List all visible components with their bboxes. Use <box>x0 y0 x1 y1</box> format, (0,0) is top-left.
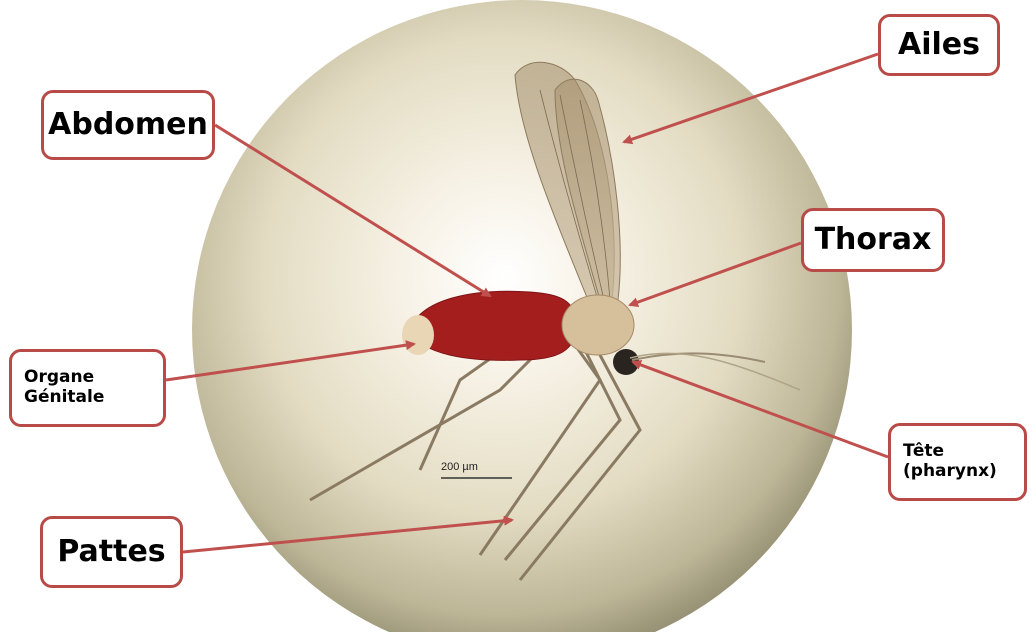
label-tete-line2: (pharynx) <box>903 462 997 482</box>
label-thorax-text: Thorax <box>815 223 932 258</box>
label-thorax: Thorax <box>801 208 945 272</box>
label-tete-line1: Tête <box>903 442 944 462</box>
genital-organ <box>402 315 434 355</box>
label-organe-line1: Organe <box>24 368 94 388</box>
label-pattes: Pattes <box>40 516 183 588</box>
label-abdomen-text: Abdomen <box>48 108 208 143</box>
label-ailes-text: Ailes <box>898 28 980 63</box>
label-organe-line2: Génitale <box>24 388 104 408</box>
label-tete-pharynx: Tête (pharynx) <box>888 423 1027 501</box>
label-abdomen: Abdomen <box>41 90 215 160</box>
label-ailes: Ailes <box>878 14 1000 76</box>
scale-bar-label: 200 µm <box>441 461 478 473</box>
thorax-shape <box>562 295 634 355</box>
label-organe-genitale: Organe Génitale <box>9 349 166 427</box>
label-pattes-text: Pattes <box>57 535 165 570</box>
